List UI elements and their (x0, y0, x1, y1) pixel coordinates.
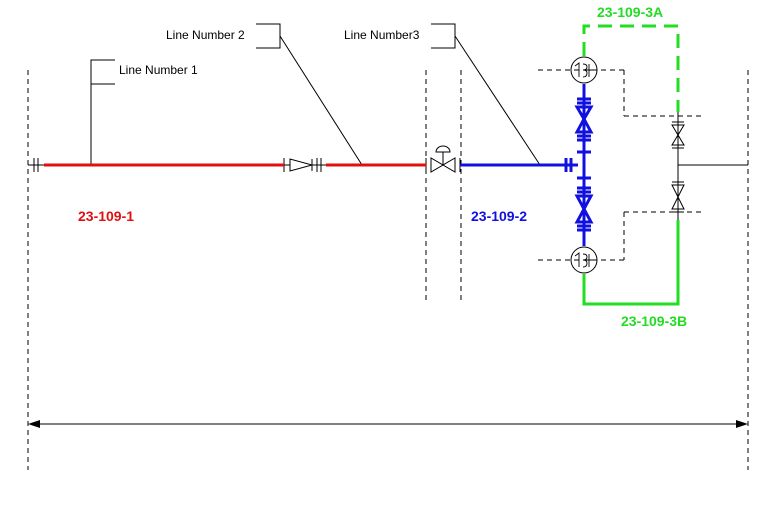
line-23-109-2 (460, 84, 594, 246)
check-valve-icon (289, 158, 314, 172)
boundary-lines (27, 69, 749, 470)
callout-3-box (431, 23, 456, 49)
instrument-upper-icon (570, 56, 598, 84)
gate-valve-operator-icon (435, 145, 451, 153)
line-2-valve-upper-icon (574, 105, 594, 122)
line-23-109-3b (582, 220, 680, 306)
line-tag-23-109-2: 23-109-2 (471, 208, 528, 224)
branch-valve-upper-icon (671, 124, 685, 136)
dimension-arrow-left (28, 420, 40, 428)
line-2-valve-lower-icon (574, 194, 594, 213)
callout-leaders (90, 23, 541, 166)
dimension-line (28, 420, 748, 428)
callout-line-number-1: Line Number 1 (119, 63, 198, 77)
drafting-geometry (28, 56, 748, 274)
line-tag-23-109-3b: 23-109-3B (621, 313, 688, 329)
dimension-arrow-right (736, 420, 748, 428)
callout-3-leader (454, 35, 541, 166)
line-tag-23-109-3a: 23-109-3A (597, 4, 664, 20)
callout-line-number-2: Line Number 2 (166, 28, 245, 42)
gate-valve-icon (430, 157, 444, 173)
branch-valve-lower-icon (671, 184, 685, 199)
line-23-109-3a (582, 24, 680, 112)
callout-2-leader (279, 35, 363, 166)
callout-line-number-3: Line Number3 (344, 28, 420, 42)
line-tag-23-109-1: 23-109-1 (78, 208, 135, 224)
callout-1-box (90, 59, 115, 85)
instrument-lower-icon (570, 246, 598, 274)
callout-2-box (256, 23, 281, 49)
